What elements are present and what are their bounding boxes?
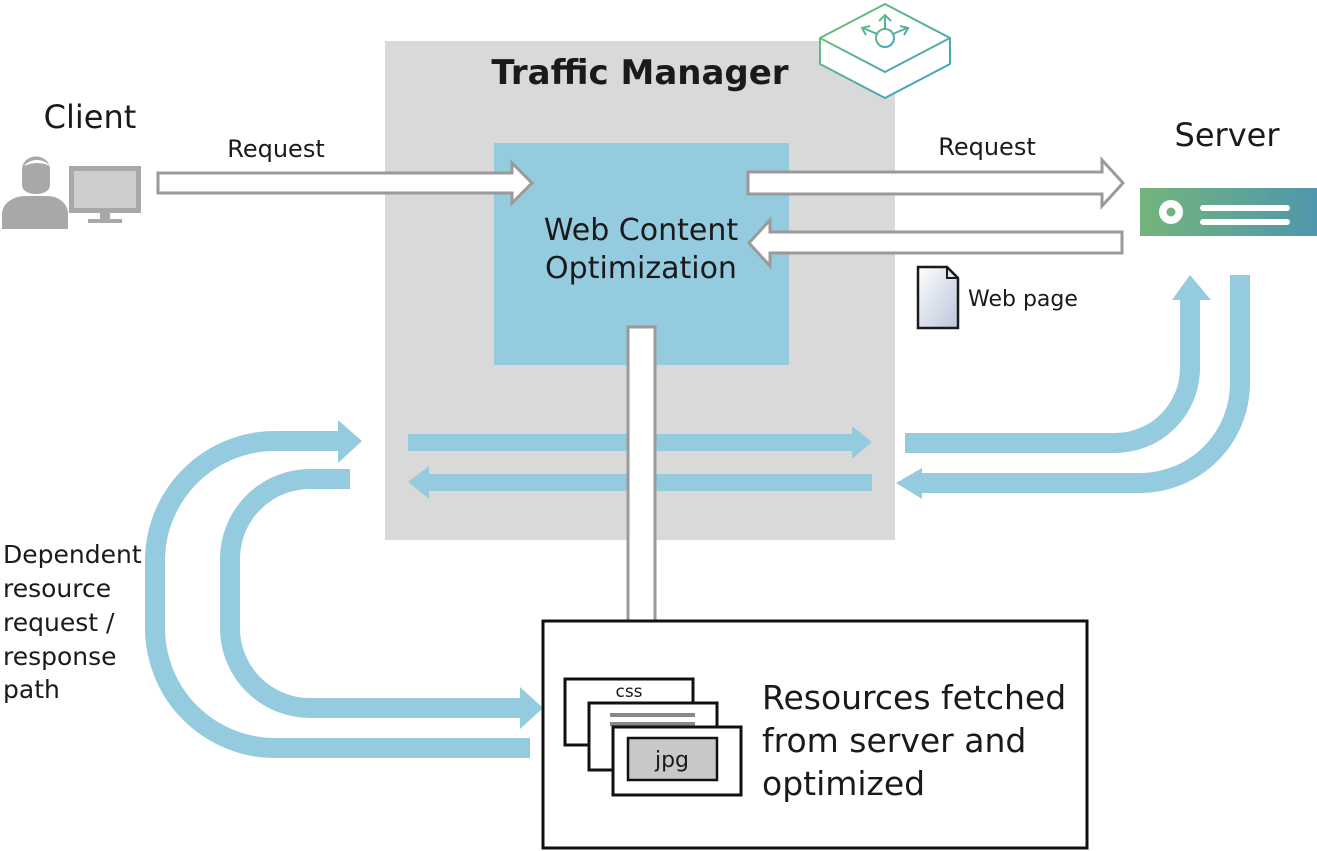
user-icon (2, 156, 68, 229)
resources-line-2: from server and (762, 721, 1026, 760)
dependent-path-label: Dependent resource request / response pa… (3, 540, 142, 704)
resources-line-1: Resources fetched (762, 678, 1066, 717)
server-label: Server (1175, 116, 1281, 154)
client-label: Client (44, 98, 137, 136)
server-response-arrow (746, 216, 1124, 270)
web-page-label: Web page (968, 287, 1078, 312)
jpg-file-label: jpg (654, 748, 689, 773)
dependent-line-2: resource (3, 574, 111, 603)
dependent-line-1: Dependent (3, 540, 142, 569)
server-icon (1140, 188, 1317, 236)
server-request-label: Request (938, 133, 1036, 161)
dependent-line-4: response (3, 642, 117, 671)
monitor-icon (69, 166, 141, 223)
wco-label-line1: Web Content (544, 213, 738, 248)
traffic-manager-logo-icon (819, 2, 951, 100)
server-dependent-path (896, 275, 1250, 499)
dependent-line-3: request / (3, 608, 115, 637)
traffic-manager-title: Traffic Manager (491, 53, 788, 93)
css-file-label: css (615, 682, 642, 702)
client-request-label: Request (227, 135, 325, 163)
client-request-arrow (156, 159, 535, 207)
resources-line-3: optimized (762, 764, 925, 803)
resource-files-icon: css jpg (563, 677, 743, 797)
dependent-line-5: path (3, 675, 60, 704)
document-icon (916, 265, 960, 330)
client-dependent-path (145, 420, 543, 758)
server-request-arrow (746, 156, 1126, 210)
wco-label-line2: Optimization (545, 251, 737, 286)
